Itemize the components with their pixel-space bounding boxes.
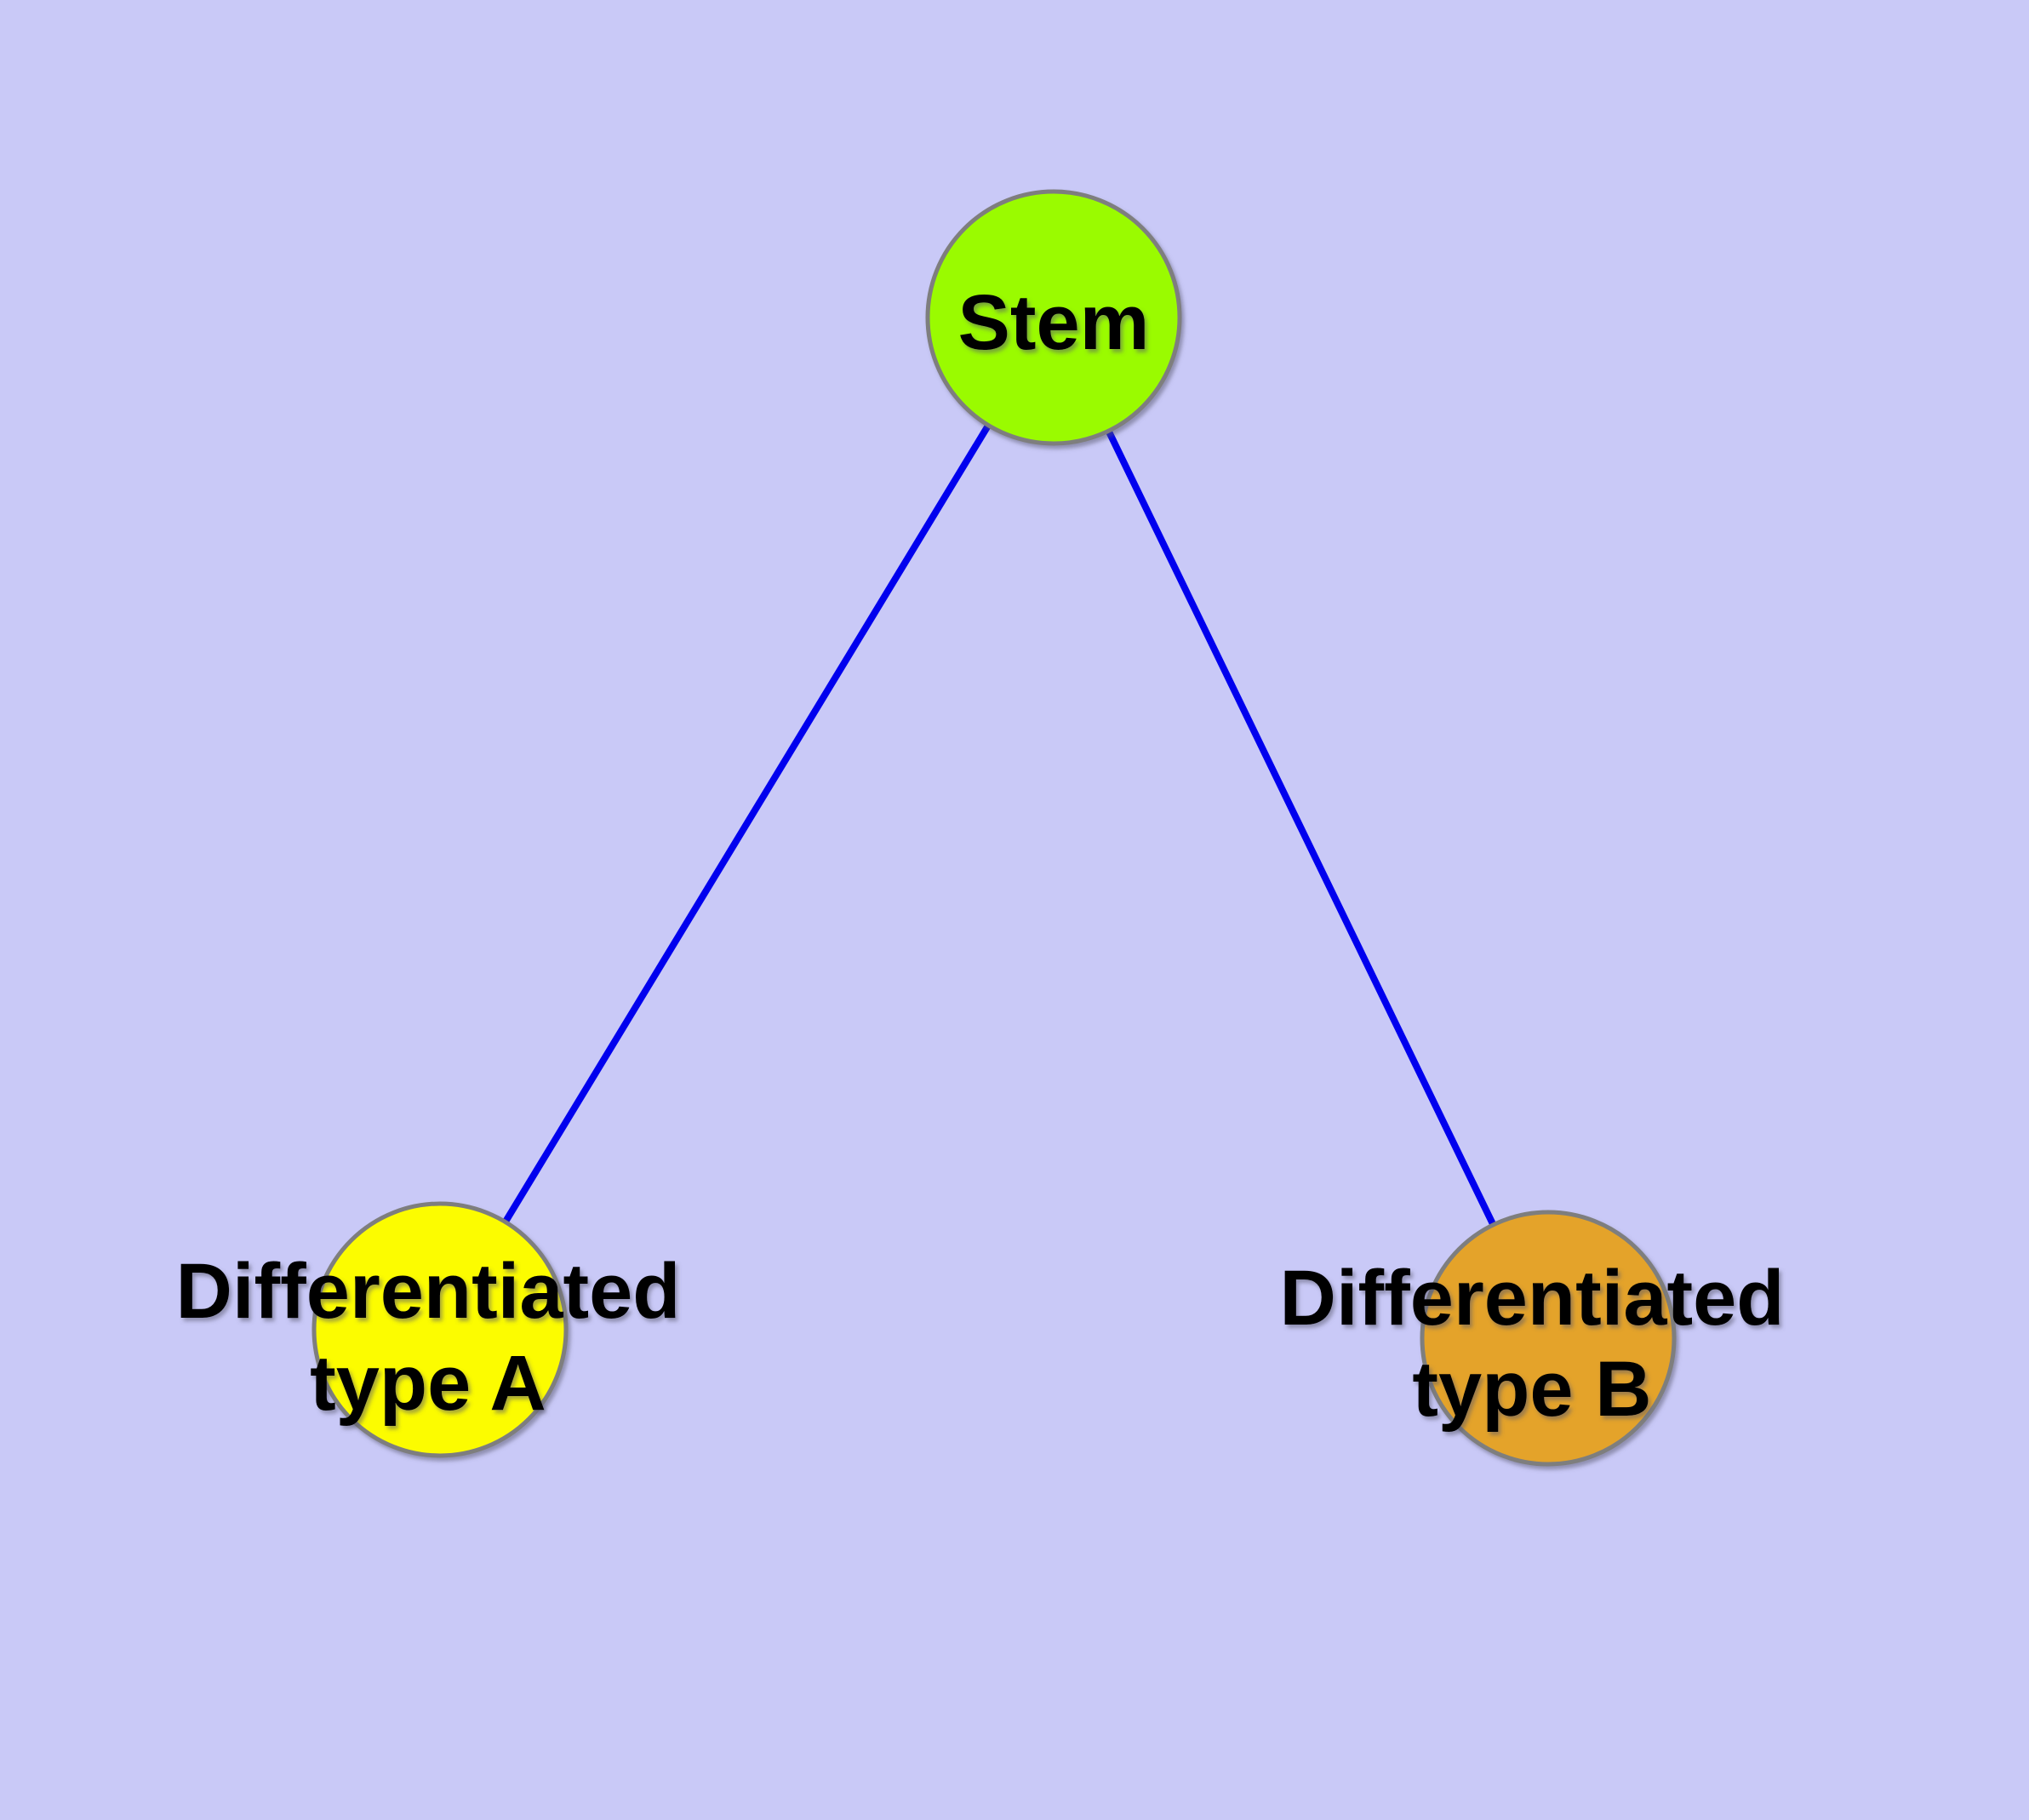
node-stem-circle — [925, 189, 1182, 446]
node-type-a-circle — [311, 1201, 569, 1458]
node-stem-label: Stem — [958, 279, 1150, 366]
edge-stem-to-type-a — [437, 315, 1057, 1332]
edge-group — [437, 315, 1552, 1340]
node-stem: Stem — [925, 189, 1182, 446]
node-type-b-label-line1: Differentiated — [1280, 1255, 1785, 1342]
node-differentiated-type-b: Differentiated type B — [1280, 1210, 1785, 1467]
node-type-b-label-line2: type B — [1412, 1346, 1651, 1433]
node-type-b-circle — [1420, 1210, 1677, 1467]
node-differentiated-type-a: Differentiated type A — [176, 1201, 681, 1458]
edge-stem-to-type-b — [1050, 316, 1552, 1340]
node-type-a-label-line2: type A — [310, 1340, 546, 1427]
node-type-a-label-line1: Differentiated — [176, 1248, 681, 1335]
